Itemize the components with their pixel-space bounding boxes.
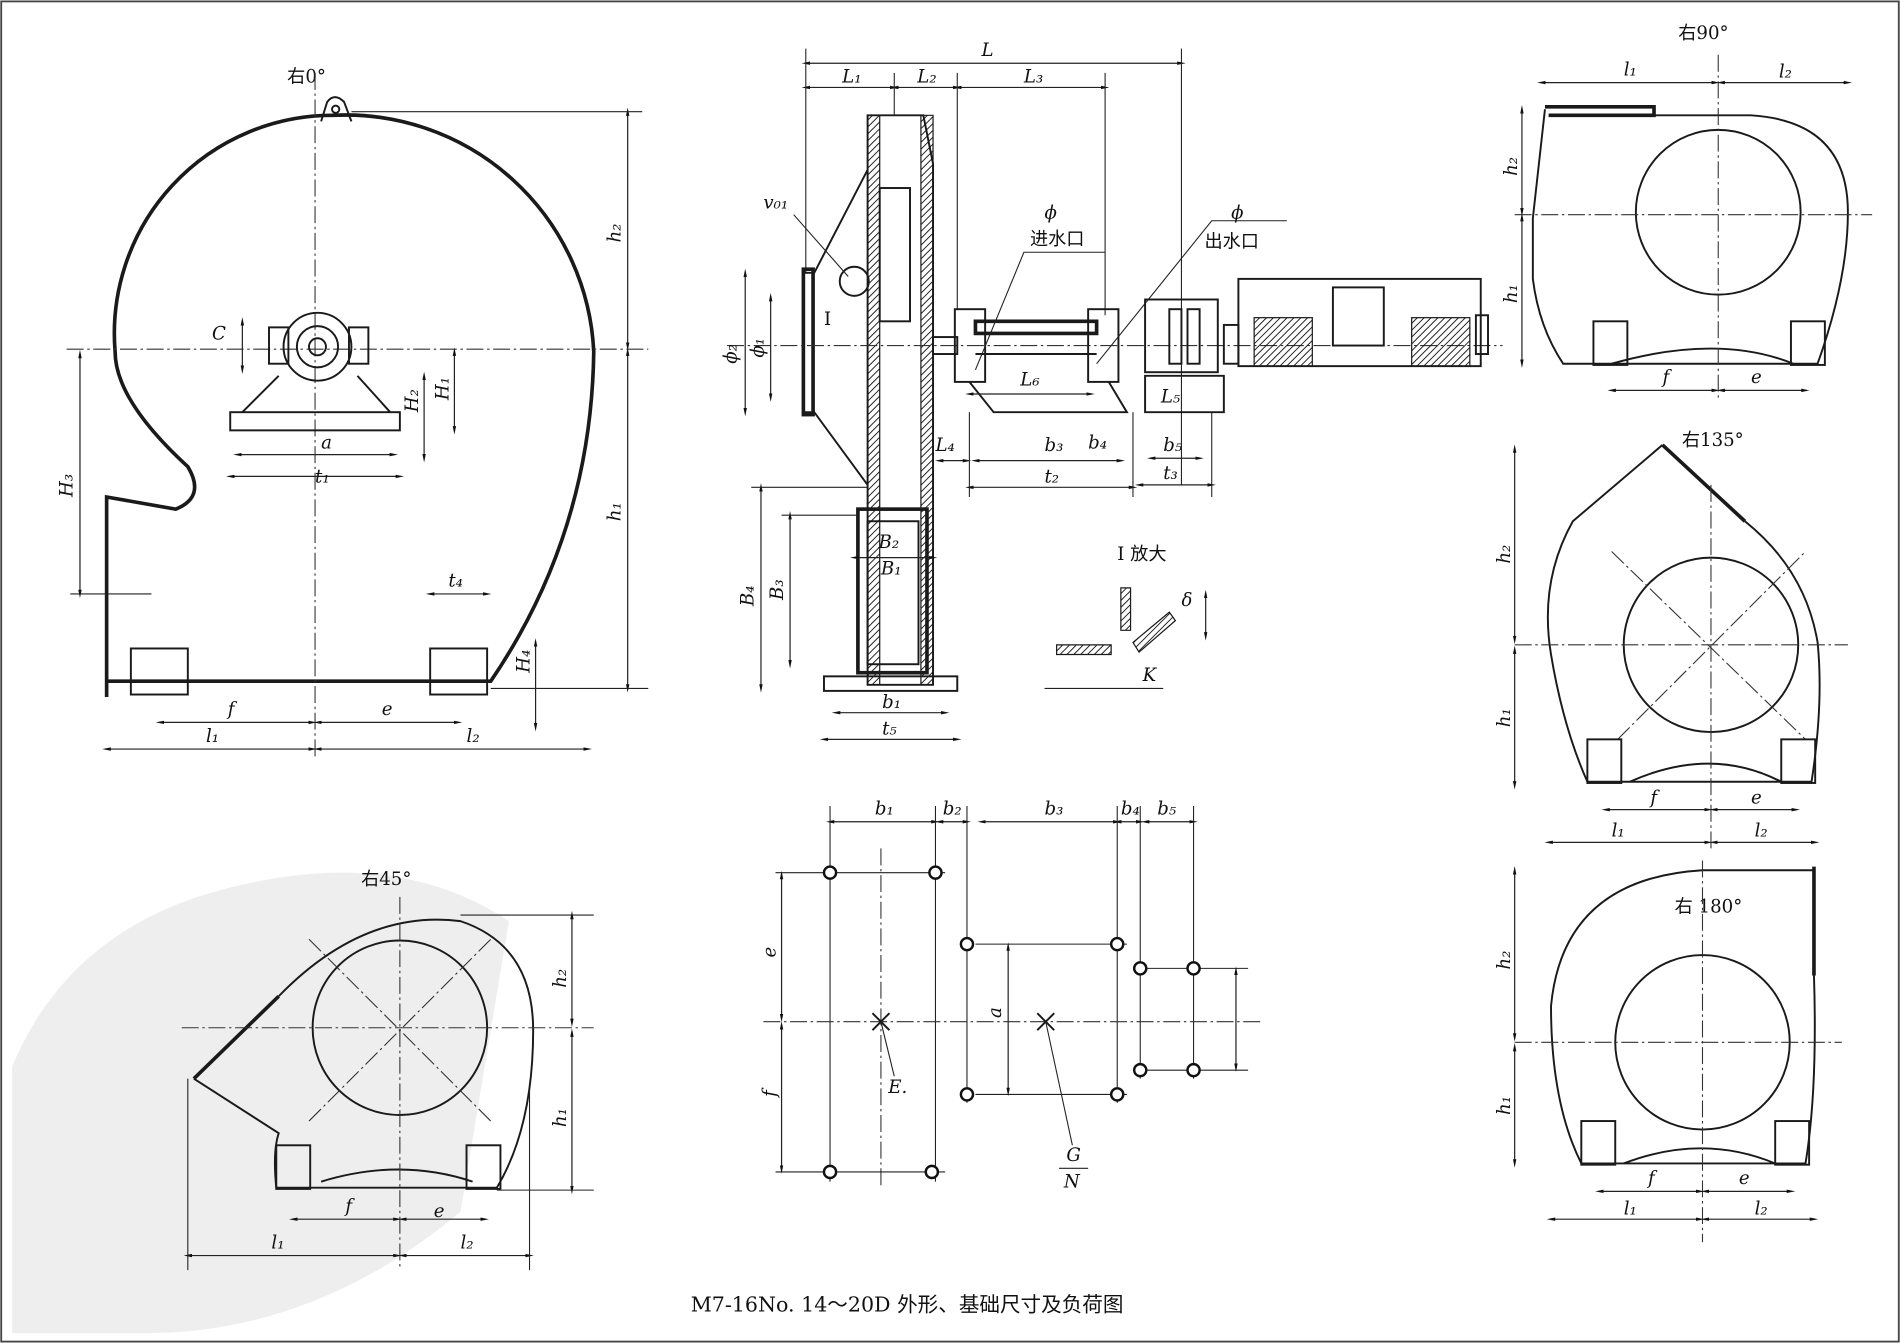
front-view-right-0: 右0° h₂ h₁ H₃ C H₂ H₁ a t₁ t₄ H₄ f e l₁ (57, 67, 649, 758)
dim-l2: l₂ (1755, 820, 1768, 841)
fnd-e: e (760, 947, 781, 958)
dim-B3: B₃ (767, 579, 788, 601)
dim-H4: H₄ (514, 650, 535, 674)
dim-H1: H₁ (432, 377, 453, 401)
view-title: 右45° (361, 869, 411, 890)
dim-h2: h₂ (1501, 157, 1522, 176)
dim-l1: l₁ (1624, 59, 1637, 80)
dim-B2: B₂ (878, 532, 900, 553)
dim-h1: h₁ (1501, 284, 1522, 303)
dim-L: L (981, 40, 994, 61)
view-right-180: 右 180° h₂ h₁ f e l₁ l₂ (1494, 860, 1842, 1243)
dim-H2: H₂ (402, 389, 423, 413)
detail-I-enlarged: I 放大 δ K (1044, 544, 1208, 690)
dim-C: C (212, 323, 226, 344)
scroll-casing (104, 113, 596, 697)
label-water-inlet: 进水口 (1030, 229, 1084, 250)
dim-b4: b₄ (1088, 433, 1107, 454)
label-v01: v₀₁ (763, 193, 788, 214)
fnd-b4: b₄ (1121, 798, 1140, 819)
dim-h2: h₂ (1494, 545, 1515, 564)
dim-L2: L₂ (916, 67, 936, 88)
dim-h2: h₂ (550, 969, 571, 988)
dim-l2: l₂ (460, 1232, 473, 1253)
dim-L5: L₅ (1160, 386, 1181, 407)
dim-e: e (1739, 1168, 1750, 1189)
dim-B4: B₄ (738, 585, 759, 607)
base-frame (856, 507, 929, 675)
view-title: 右0° (287, 67, 326, 88)
figure-caption: M7-16No. 14～20D 外形、基础尺寸及负荷图 (691, 1292, 1124, 1316)
dim-l1: l₁ (206, 726, 219, 747)
dim-l1: l₁ (1624, 1198, 1637, 1219)
dim-L6: L₆ (1019, 370, 1039, 391)
view-right-90: 右90° l₁ l₂ h₂ h₁ f e (1501, 23, 1873, 401)
dim-h1: h₁ (604, 502, 625, 521)
fnd-b2: b₂ (943, 798, 962, 819)
dim-e: e (1751, 367, 1762, 388)
dim-t3: t₃ (1163, 463, 1178, 484)
view-title: 右 180° (1675, 897, 1743, 918)
inlet-flange (801, 267, 815, 417)
dim-h1: h₁ (1494, 1096, 1515, 1115)
foot-left (129, 647, 189, 696)
label-phi-inlet: ϕ (1045, 202, 1058, 223)
view-title: 右135° (1682, 430, 1744, 451)
fnd-b1: b₁ (875, 798, 894, 819)
dim-e: e (434, 1201, 445, 1222)
dim-t5: t₅ (882, 719, 897, 740)
fnd-E: E. (887, 1077, 907, 1098)
coupling (1144, 298, 1225, 414)
dim-l2: l₂ (1779, 62, 1792, 83)
side-view: L L₁ L₂ L₃ v₀₁ I ϕ₂ ϕ₁ ϕ 进水口 ϕ 出水口 (721, 40, 1503, 742)
dim-l2: l₂ (467, 726, 480, 747)
label-water-outlet: 出水口 (1204, 231, 1258, 252)
detail-delta: δ (1181, 590, 1192, 611)
foundation-plan: b₁ b₂ b₃ b₄ b₅ e f a E. G N (760, 798, 1261, 1193)
dim-t2: t₂ (1045, 466, 1060, 487)
motor (1222, 277, 1489, 368)
dim-L1: L₁ (841, 67, 861, 88)
dim-l1: l₁ (271, 1232, 284, 1253)
fnd-a: a (985, 1007, 1006, 1018)
dim-h1: h₁ (1494, 708, 1515, 727)
detail-title: I 放大 (1117, 544, 1166, 565)
view-title: 右90° (1678, 23, 1728, 44)
dim-phi1: ϕ₁ (747, 338, 768, 358)
fnd-N: N (1063, 1172, 1081, 1193)
dim-h1: h₁ (550, 1108, 571, 1127)
foot-right (429, 647, 489, 696)
dim-phi2: ϕ₂ (721, 344, 742, 364)
dim-L4: L₄ (934, 435, 954, 456)
label-phi-outlet: ϕ (1231, 202, 1244, 223)
view-right-135: 右135° h₂ h₁ f e l₁ l₂ (1494, 430, 1848, 849)
lifting-lug (320, 96, 353, 122)
dim-t4: t₄ (448, 571, 463, 592)
fnd-b5: b₅ (1157, 798, 1177, 819)
dim-B1: B₁ (880, 559, 902, 580)
dim-h2: h₂ (604, 224, 625, 243)
dim-a: a (321, 433, 332, 454)
dim-h2: h₂ (1494, 951, 1515, 970)
dim-l1: l₁ (1612, 820, 1625, 841)
dim-e: e (1751, 788, 1762, 809)
dim-e: e (382, 699, 393, 720)
dim-H3: H₃ (57, 474, 78, 498)
dim-b3: b₃ (1045, 435, 1064, 456)
bearing-housing (229, 311, 401, 432)
fnd-b3: b₃ (1045, 798, 1064, 819)
label-I: I (824, 309, 831, 330)
detail-K: K (1142, 665, 1158, 686)
fnd-G: G (1066, 1145, 1081, 1166)
dim-L3: L₃ (1023, 67, 1043, 88)
fnd-f: f (760, 1087, 781, 1099)
dim-l2: l₂ (1755, 1198, 1768, 1219)
dim-b1: b₁ (882, 692, 901, 713)
dim-t1: t₁ (315, 466, 330, 487)
view-right-45: 右45° h₂ h₁ f e l₁ l₂ (181, 869, 594, 1271)
dim-b5: b₅ (1163, 435, 1183, 456)
